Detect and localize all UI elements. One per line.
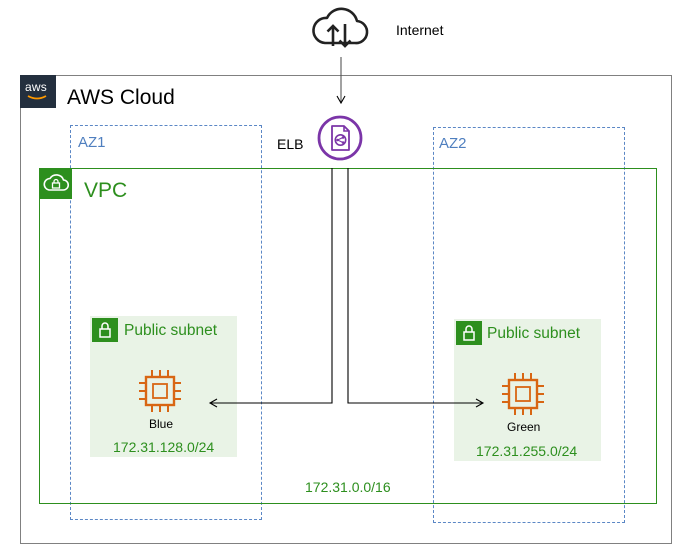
availability-zone-2 xyxy=(433,127,625,523)
subnet-2-title: Public subnet xyxy=(487,325,581,342)
vpc-title: VPC xyxy=(84,179,128,202)
subnet-1-cidr: 172.31.128.0/24 xyxy=(113,439,215,455)
elb-label: ELB xyxy=(277,136,304,152)
subnet-2-cidr: 172.31.255.0/24 xyxy=(476,443,578,459)
subnet-lock-icon xyxy=(456,321,482,345)
ec2-instance-green-icon xyxy=(502,373,544,415)
aws-cloud-title: AWS Cloud xyxy=(67,86,175,109)
elastic-load-balancer-icon xyxy=(317,115,363,161)
aws-logo-icon: aws xyxy=(20,75,56,108)
availability-zone-1 xyxy=(70,125,262,520)
az2-label: AZ2 xyxy=(439,135,467,152)
elb-to-blue-arrow xyxy=(208,168,333,408)
instance-green-label: Green xyxy=(507,420,541,434)
ec2-instance-blue-icon xyxy=(139,370,181,412)
aws-cloud-boundary xyxy=(20,75,672,544)
instance-blue-label: Blue xyxy=(149,417,174,431)
internet-label: Internet xyxy=(396,22,444,38)
subnet-lock-icon xyxy=(92,318,118,342)
internet-cloud-icon xyxy=(312,7,369,48)
vpc-cidr: 172.31.0.0/16 xyxy=(305,479,391,495)
vpc-cloud-lock-icon xyxy=(39,168,72,199)
subnet-1-title: Public subnet xyxy=(124,322,218,339)
aws-logo-text: aws xyxy=(25,80,47,94)
az1-label: AZ1 xyxy=(78,134,106,151)
elb-to-green-arrow xyxy=(347,168,485,408)
